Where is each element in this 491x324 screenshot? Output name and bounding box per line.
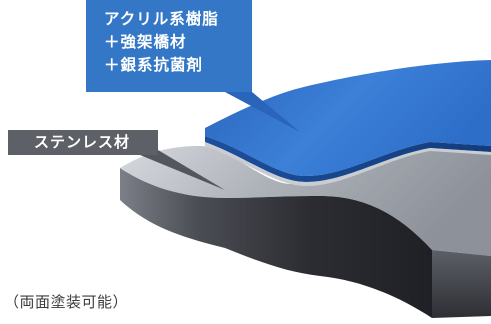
coating-top-surface: [205, 60, 491, 176]
coating-line-3: ＋銀系抗菌剤: [104, 56, 204, 74]
caption-note: （両面塗装可能）: [4, 293, 129, 311]
coating-label-pointer: [225, 92, 300, 132]
coating-front-edge: [205, 128, 491, 182]
steel-top-surface: [120, 144, 491, 256]
substrate-label-pointer: [140, 150, 225, 190]
substrate-label: ステンレス材: [8, 130, 158, 155]
coating-line-2: ＋強架橋材: [104, 33, 187, 51]
coating-composition-label: アクリル系樹脂 ＋強架橋材 ＋銀系抗菌剤: [86, 0, 252, 92]
steel-side-face: [432, 250, 491, 318]
steel-front-face: [120, 168, 432, 318]
coating-steel-interface: [205, 142, 491, 186]
coating-line-1: アクリル系樹脂: [104, 10, 219, 28]
